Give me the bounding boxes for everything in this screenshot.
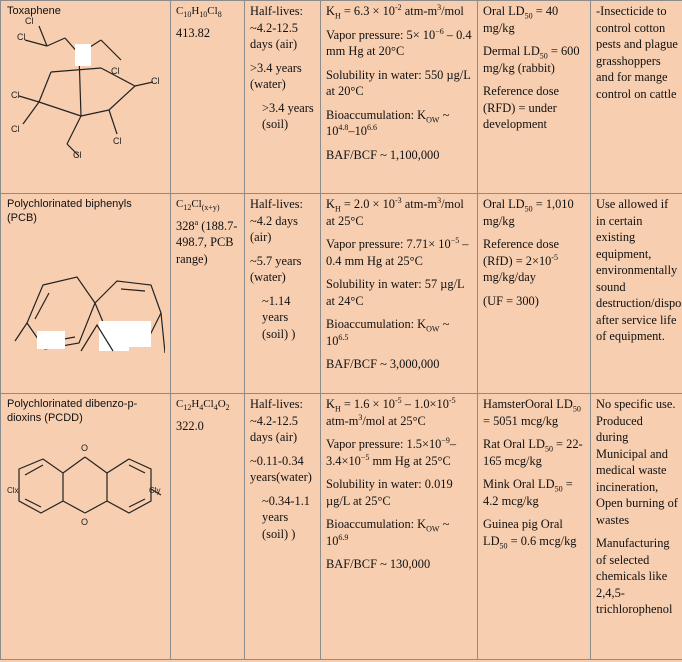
atom-label: Cl [73, 150, 82, 160]
toxicity-value: Dermal LD50 = 600 mg/kg (rabbit) [483, 44, 580, 75]
half-life-air: Half-lives: ~4.2-12.5 days (air) [250, 4, 303, 51]
pcb-structure [14, 276, 165, 354]
properties-cell: KH = 6.3 × 10-2 atm-m3/mol Vapor pressur… [320, 0, 478, 194]
baf-bcf: BAF/BCF ~ 130,000 [326, 557, 431, 571]
toxicity-value: Oral LD50 = 1,010 mg/kg [483, 197, 574, 228]
toxicity-value: Guinea pig Oral LD50 = 0.6 mcg/kg [483, 517, 577, 550]
half-lives-cell: Half-lives: ~4.2-12.5 days (air) ~0.11-0… [244, 393, 321, 660]
toxicity-value: HamsterOoral LD50 = 5051 mcg/kg [483, 397, 581, 428]
chemical-name: Polychlorinated dibenzo-p-dioxins (PCDD) [7, 398, 138, 424]
molecular-formula: C10H10Cl8 [176, 5, 222, 20]
formula-cell: C12H4Cl4O2 322.0 [170, 393, 245, 660]
uses-cell: No specific use. Produced during Municip… [590, 393, 682, 660]
atom-label: O [81, 443, 88, 453]
atom-label: Cl [17, 32, 26, 42]
uses-text: Use allowed if in certain existing equip… [596, 197, 682, 343]
toxaphene-structure: Cl Cl Cl Cl Cl Cl Cl Cl [11, 16, 160, 160]
baf-bcf: BAF/BCF ~ 3,000,000 [326, 357, 440, 371]
atom-label: Clx [7, 486, 19, 495]
atom-label: Cl [11, 124, 20, 134]
uses-cell: -Insecticide to control cotton pests and… [590, 0, 682, 194]
water-solubility: Solubility in water: 0.019 µg/L at 25°C [326, 477, 453, 508]
molecular-weight: 328a (188.7-498.7, PCB range) [176, 217, 238, 266]
henry-constant: KH = 2.0 × 10-3 atm-m3/mol at 25°C [326, 195, 464, 228]
half-life-water: >3.4 years (water) [250, 60, 302, 92]
half-life-soil: ~1.14 years (soil) ) [262, 293, 296, 341]
chemical-cell: Polychlorinated biphenyls (PCB) [0, 193, 171, 394]
half-life-soil: ~0.34-1.1 years (soil) ) [262, 493, 311, 541]
henry-constant: KH = 6.3 × 10-2 atm-m3/mol [326, 2, 464, 21]
table-row: Toxaphene [0, 0, 682, 194]
half-lives-cell: Half-lives: ~4.2-12.5 days (air) >3.4 ye… [244, 0, 321, 194]
atom-label: Cly [149, 486, 161, 495]
uses-cell: Use allowed if in certain existing equip… [590, 193, 682, 394]
vapor-pressure: Vapor pressure: 7.71× 10−5 – 0.4 mm Hg a… [326, 235, 469, 268]
formula-cell: C12Cl(x+y) 328a (188.7-498.7, PCB range) [170, 193, 245, 394]
toxicity-cell: HamsterOoral LD50 = 5051 mcg/kg Rat Oral… [477, 393, 591, 660]
toxicity-cell: Oral LD50 = 1,010 mg/kg Reference dose (… [477, 193, 591, 394]
vapor-pressure: Vapor pressure: 1.5×10−9– 3.4×10−5 mm Hg… [326, 435, 457, 468]
atom-label: Cl [111, 66, 120, 76]
molecular-formula: C12Cl(x+y) [176, 198, 220, 213]
table-row: Polychlorinated biphenyls (PCB) [0, 193, 682, 394]
half-life-water: ~0.11-0.34 years(water) [250, 453, 312, 485]
baf-bcf: BAF/BCF ~ 1,100,000 [326, 147, 440, 162]
chemical-cell: Toxaphene [0, 0, 171, 194]
chemical-name: Polychlorinated biphenyls (PCB) [7, 198, 132, 224]
half-life-water: ~5.7 years (water) [250, 253, 302, 285]
henry-constant: KH = 1.6 × 10-5 – 1.0×10-5 atm-m3/mol at… [326, 395, 456, 428]
half-life-soil: >3.4 years (soil) [262, 100, 314, 132]
chemical-cell: Polychlorinated dibenzo-p-dioxins (PCDD) [0, 393, 171, 660]
atom-label: Cl [11, 90, 20, 100]
pcdd-structure: O O Clx Cly [7, 443, 162, 527]
water-solubility: Solubility in water: 550 µg/L at 20°C [326, 67, 471, 99]
toxicity-value: Oral LD50 = 40 mg/kg [483, 4, 559, 35]
half-lives-cell: Half-lives: ~4.2 days (air) ~5.7 years (… [244, 193, 321, 394]
molecular-weight: 322.0 [176, 418, 204, 433]
formula-cell: C10H10Cl8 413.82 [170, 0, 245, 194]
atom-label: Cl [151, 76, 160, 86]
water-solubility: Solubility in water: 57 µg/L at 24°C [326, 277, 465, 308]
atom-label: Cl [113, 136, 122, 146]
properties-cell: KH = 1.6 × 10-5 – 1.0×10-5 atm-m3/mol at… [320, 393, 478, 660]
half-life-air: Half-lives: ~4.2 days (air) [250, 197, 303, 244]
molecular-weight: 413.82 [176, 25, 211, 40]
toxicity-value: Rat Oral LD50 = 22-165 mcg/kg [483, 437, 583, 468]
uses-text: -Insecticide to control cotton pests and… [596, 4, 678, 101]
atom-label: O [81, 517, 88, 527]
uses-text: No specific use. Produced during Municip… [596, 397, 678, 527]
toxicity-value: Reference dose (RFD) = under development [483, 84, 560, 131]
table-row: Polychlorinated dibenzo-p-dioxins (PCDD) [0, 393, 682, 660]
toxicity-value: (UF = 300) [483, 293, 539, 308]
toxicity-cell: Oral LD50 = 40 mg/kg Dermal LD50 = 600 m… [477, 0, 591, 194]
bioaccumulation: Bioaccumulation: KOW ~ 106.9 [326, 517, 450, 548]
toxicity-value: Mink Oral LD50 = 4.2 mcg/kg [483, 477, 573, 508]
bioaccumulation: Bioaccumulation: KOW ~ 106.5 [326, 317, 450, 348]
half-life-air: Half-lives: ~4.2-12.5 days (air) [250, 397, 303, 444]
atom-label: Cl [25, 16, 34, 26]
bioaccumulation: Bioaccumulation: KOW ~ 104.8–106.6 [326, 107, 450, 139]
uses-text: Manufacturing of selected chemicals like… [596, 536, 673, 616]
chemical-name: Toxaphene [7, 5, 61, 17]
toxicity-value: Reference dose (RfD) = 2×10-5 mg/kg/day [483, 237, 560, 284]
properties-cell: KH = 2.0 × 10-3 atm-m3/mol at 25°C Vapor… [320, 193, 478, 394]
molecular-formula: C12H4Cl4O2 [176, 398, 230, 413]
vapor-pressure: Vapor pressure: 5× 10−6 – 0.4 mm Hg at 2… [326, 26, 472, 58]
